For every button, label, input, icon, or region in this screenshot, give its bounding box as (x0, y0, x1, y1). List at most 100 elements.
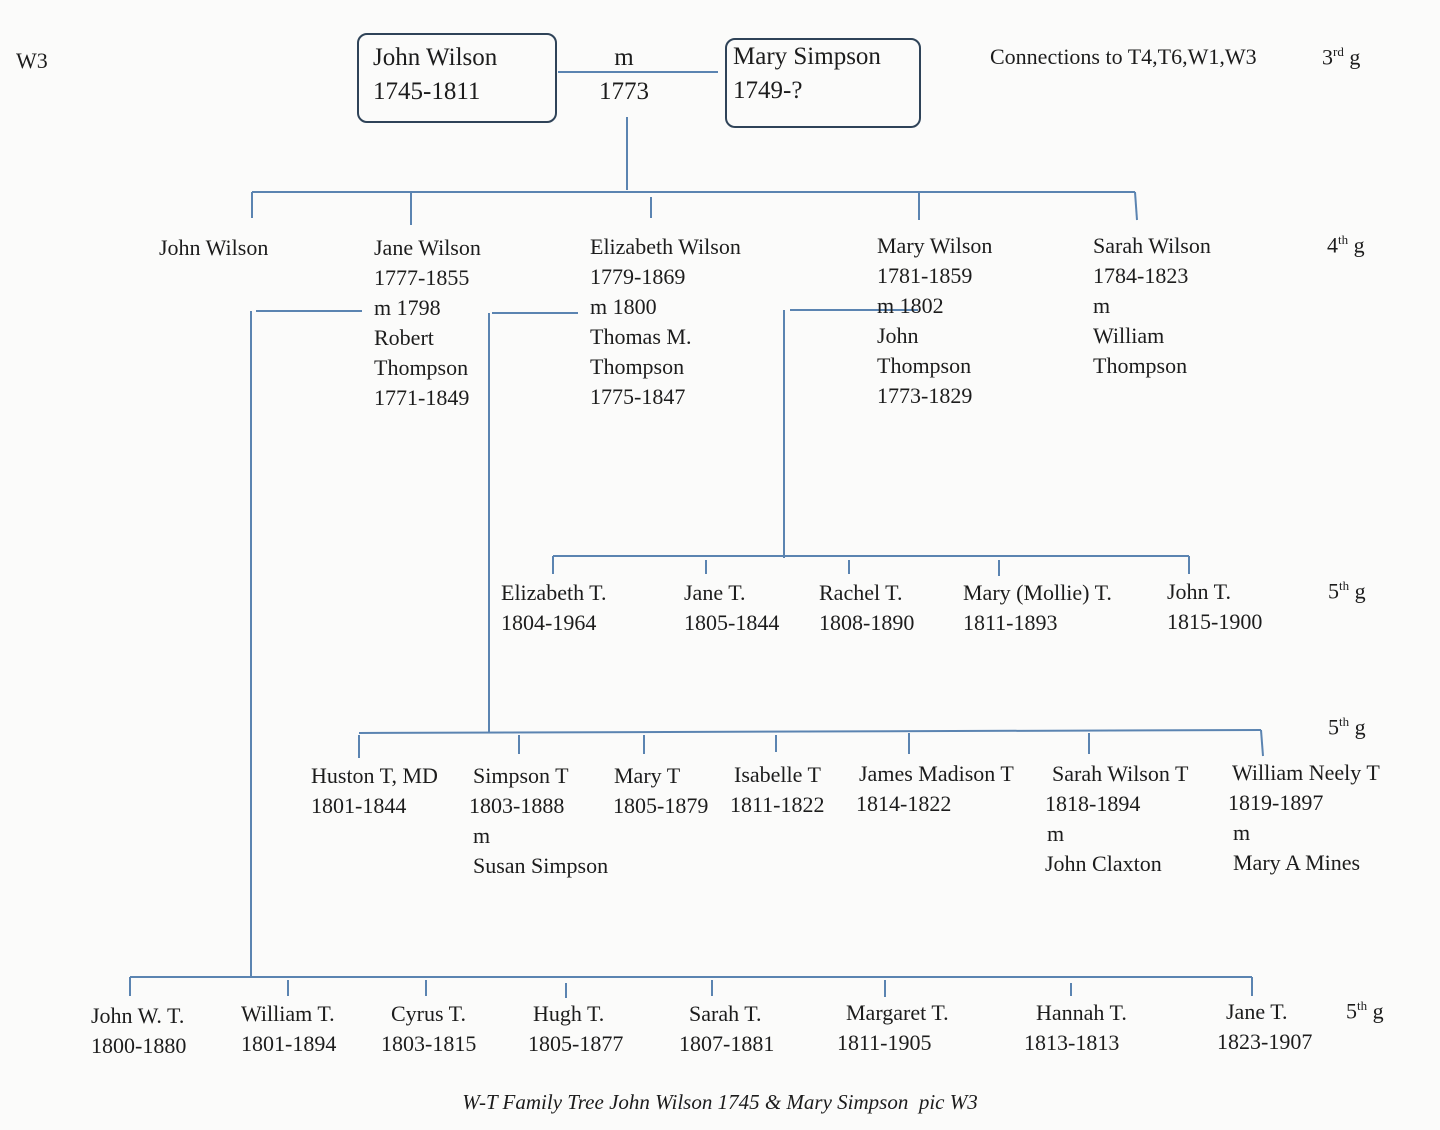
person-name: Jane T. (684, 580, 746, 605)
jane-child-william: William T. 1801-1894 (241, 999, 336, 1059)
person-line: 1801-1844 (311, 793, 407, 818)
mary-child-elizabeth: Elizabeth T. 1804-1964 (501, 578, 606, 638)
person-line: Mary A Mines (1233, 850, 1361, 875)
person-line: Sarah Wilson T (1052, 761, 1189, 786)
elizabeth-child-james-madison: James Madison T 1814-1822 (856, 759, 1014, 819)
child-line: William (1093, 323, 1165, 348)
child-line: John Wilson (159, 235, 269, 260)
child-line: Thompson (590, 354, 685, 379)
elizabeth-child-simpson: Simpson T 1803-1888 m Susan Simpson (469, 761, 608, 881)
generation-label-4th: 4th g (1327, 232, 1365, 258)
person-dates: 1805-1877 (528, 1031, 624, 1056)
page-label: W3 (16, 48, 48, 73)
child-line: m 1802 (877, 293, 944, 318)
person-line: William Neely T (1232, 760, 1380, 785)
person-name: Mary (Mollie) T. (963, 580, 1112, 605)
person-dates: 1808-1890 (819, 610, 915, 635)
child-line: Thompson (374, 355, 469, 380)
person-line: James Madison T (859, 761, 1014, 786)
jane-child-margaret: Margaret T. 1811-1905 (837, 998, 949, 1058)
child-line: 1771-1849 (374, 385, 470, 410)
elizabeth-child-william-neely: William Neely T 1819-1897 m Mary A Mines (1228, 758, 1380, 878)
person-dates: 1805-1844 (684, 610, 780, 635)
person-dates: 1800-1880 (91, 1033, 187, 1058)
jane-child-john-w: John W. T. 1800-1880 (91, 1001, 186, 1061)
jane-child-hannah: Hannah T. 1813-1813 (1024, 998, 1127, 1058)
person-name: Rachel T. (819, 580, 903, 605)
jane-child-cyrus: Cyrus T. 1803-1815 (381, 999, 476, 1059)
wife-dates: 1749-? (733, 77, 803, 104)
generation-label-3rd: 3rd g (1322, 44, 1361, 70)
person-line: 1814-1822 (856, 791, 952, 816)
person-dates: 1823-1907 (1217, 1029, 1313, 1054)
person-line: Huston T, MD (311, 763, 438, 788)
person-line: 1803-1888 (469, 793, 565, 818)
child-line: 1779-1869 (590, 264, 686, 289)
child-line: m 1798 (374, 295, 441, 320)
person-name: Elizabeth T. (501, 580, 607, 605)
person-dates: 1811-1893 (963, 610, 1058, 635)
person-line: m (1047, 821, 1065, 846)
person-line: m (473, 823, 491, 848)
jane-child-jane: Jane T. 1823-1907 (1217, 997, 1312, 1057)
husband-person: John Wilson 1745-1811 (373, 41, 497, 109)
child-elizabeth-wilson: Elizabeth Wilson 1779-1869 m 1800 Thomas… (590, 232, 741, 412)
person-name: Hannah T. (1036, 1000, 1127, 1025)
child-sarah-wilson: Sarah Wilson 1784-1823 m William Thompso… (1093, 231, 1211, 381)
elizabeth-child-sarah-wilson: Sarah Wilson T 1818-1894 m John Claxton (1045, 759, 1188, 879)
person-line: 1818-1894 (1045, 791, 1141, 816)
child-line: Jane Wilson (374, 235, 481, 260)
mary-child-jane: Jane T. 1805-1844 (684, 578, 779, 638)
child-line: m (1093, 293, 1111, 318)
child-line: Thomas M. (590, 324, 692, 349)
generation-label-5th-mary: 5th g (1328, 578, 1366, 604)
child-line: Robert (374, 325, 434, 350)
generation-label-5th-jane: 5th g (1346, 998, 1384, 1024)
person-line: Simpson T (473, 763, 569, 788)
child-line: 1777-1855 (374, 265, 470, 290)
elizabeth-child-isabelle: Isabelle T 1811-1822 (730, 760, 825, 820)
elizabeth-child-mary: Mary T 1805-1879 (613, 761, 708, 821)
child-line: Thompson (1093, 353, 1188, 378)
child-line: 1781-1859 (877, 263, 973, 288)
child-mary-wilson: Mary Wilson 1781-1859 m 1802 John Thomps… (877, 231, 992, 411)
person-line: Isabelle T (734, 762, 821, 787)
husband-box (357, 33, 557, 123)
person-name: Cyrus T. (391, 1001, 466, 1026)
person-line: John Claxton (1045, 851, 1162, 876)
person-name: Margaret T. (846, 1000, 949, 1025)
child-line: John (877, 323, 919, 348)
wife-person: Mary Simpson 1749-? (733, 40, 881, 108)
connections-note: Connections to T4,T6,W1,W3 (990, 44, 1257, 69)
elizabeth-child-huston: Huston T, MD 1801-1844 (311, 761, 438, 821)
person-line: 1819-1897 (1228, 790, 1324, 815)
person-dates: 1803-1815 (381, 1031, 477, 1056)
mary-child-mary-mollie: Mary (Mollie) T. 1811-1893 (963, 578, 1112, 638)
child-line: 1773-1829 (877, 383, 973, 408)
marriage-year: 1773 (599, 78, 649, 105)
person-line: Susan Simpson (473, 853, 609, 878)
husband-dates: 1745-1811 (373, 78, 481, 105)
person-line: m (1233, 820, 1251, 845)
person-dates: 1807-1881 (679, 1031, 775, 1056)
person-dates: 1813-1813 (1024, 1030, 1120, 1055)
person-dates: 1801-1894 (241, 1031, 337, 1056)
person-line: 1805-1879 (613, 793, 709, 818)
child-line: Mary Wilson (877, 233, 993, 258)
figure-caption: W-T Family Tree John Wilson 1745 & Mary … (462, 1090, 978, 1114)
child-line: Elizabeth Wilson (590, 234, 741, 259)
child-line: m 1800 (590, 294, 657, 319)
marriage-label: m (614, 44, 634, 71)
generation-label-5th-elizabeth: 5th g (1328, 714, 1366, 740)
person-name: John T. (1167, 579, 1231, 604)
person-dates: 1804-1964 (501, 610, 597, 635)
person-line: Mary T (614, 763, 681, 788)
husband-name: John Wilson (373, 44, 498, 71)
person-name: William T. (241, 1001, 335, 1026)
person-dates: 1815-1900 (1167, 609, 1263, 634)
person-name: John W. T. (91, 1003, 185, 1028)
child-line: 1784-1823 (1093, 263, 1189, 288)
person-name: Jane T. (1226, 999, 1288, 1024)
child-john-wilson: John Wilson (159, 233, 268, 263)
